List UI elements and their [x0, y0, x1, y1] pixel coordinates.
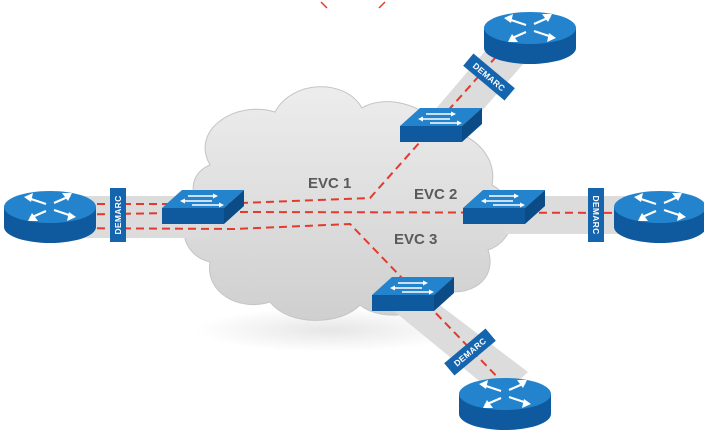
router-icon: [2, 189, 98, 245]
cloud-icon: [183, 86, 513, 321]
demarc-badge-left: DEMARC: [110, 188, 126, 242]
demarc-label: DEMARC: [591, 195, 601, 234]
router-icon: [457, 376, 553, 432]
cloud-shadow: [195, 308, 465, 352]
evc-label-1: EVC 1: [308, 175, 351, 192]
demarc-label: DEMARC: [113, 195, 123, 234]
red-mark-left: [320, 1, 328, 9]
router-icon: [612, 189, 704, 245]
evc-label-3: EVC 3: [394, 231, 437, 248]
evc-label-2: EVC 2: [414, 186, 457, 203]
demarc-badge-right: DEMARC: [588, 188, 604, 242]
router-icon: [482, 10, 578, 66]
red-mark-right: [378, 1, 386, 9]
